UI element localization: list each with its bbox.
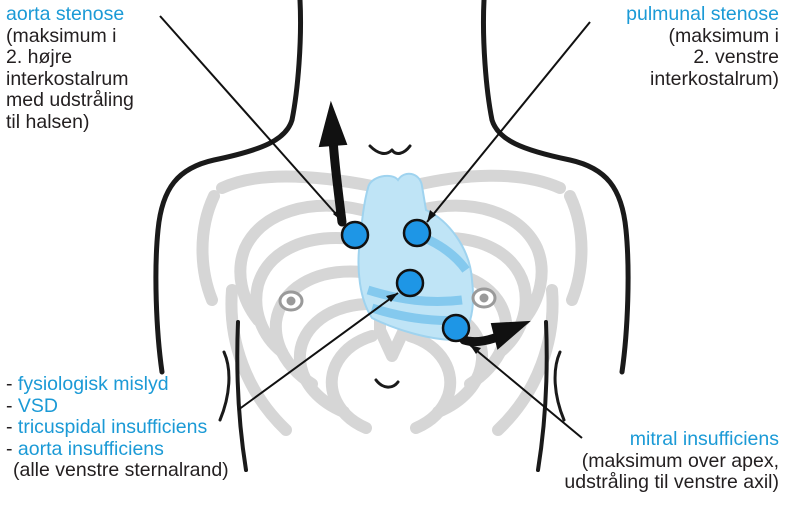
pulmonal-title: pulmunal stenose xyxy=(626,3,779,25)
mitral-line: udstråling til venstre axil) xyxy=(564,471,779,493)
axilla-radiation-arrowhead xyxy=(490,320,531,350)
sternal-item: - tricuspidal insufficiens xyxy=(6,416,208,438)
pulmonal-line: (maksimum i xyxy=(668,24,780,47)
nipples xyxy=(278,287,497,312)
mitral-point xyxy=(441,313,471,343)
leader-arrowheads xyxy=(333,209,481,354)
mitral-line: (maksimum over apex, xyxy=(581,449,779,472)
pulmonal-line: interkostalrum) xyxy=(650,67,779,90)
aorta-label: aorta stenose (maksimum i 2. højre inter… xyxy=(6,3,134,133)
mitral-title: mitral insufficiens xyxy=(629,428,779,450)
radiation-arrows xyxy=(318,100,531,350)
aorta-title: aorta stenose xyxy=(6,3,125,25)
pulmonal-line: 2. venstre xyxy=(693,46,779,68)
mitral-label: mitral insufficiens (maksimum over apex,… xyxy=(564,428,779,494)
neck-radiation-arrowhead xyxy=(318,100,348,148)
aorta-point xyxy=(340,220,370,250)
sternal-label: - fysiologisk mislyd - VSD - tricuspidal… xyxy=(6,373,229,482)
sternal-item: - aorta insufficiens xyxy=(6,437,164,460)
sternal-item: - fysiologisk mislyd xyxy=(6,373,169,395)
aorta-line: interkostalrum xyxy=(6,67,129,90)
pulmonal-point xyxy=(402,218,432,248)
aorta-line: 2. højre xyxy=(6,46,73,68)
auscultation-points xyxy=(340,218,471,343)
aorta-line: (maksimum i xyxy=(6,24,117,47)
sternal-note: (alle venstre sternalrand) xyxy=(13,459,229,481)
sternal-item: - VSD xyxy=(6,394,59,417)
leader-lines xyxy=(159,15,591,439)
sternal-point xyxy=(395,268,425,298)
aorta-line: til halsen) xyxy=(6,110,90,133)
body-outline xyxy=(153,0,631,472)
aorta-line: med udstråling xyxy=(6,89,134,111)
pulmonal-label: pulmunal stenose (maksimum i 2. venstre … xyxy=(626,3,780,90)
